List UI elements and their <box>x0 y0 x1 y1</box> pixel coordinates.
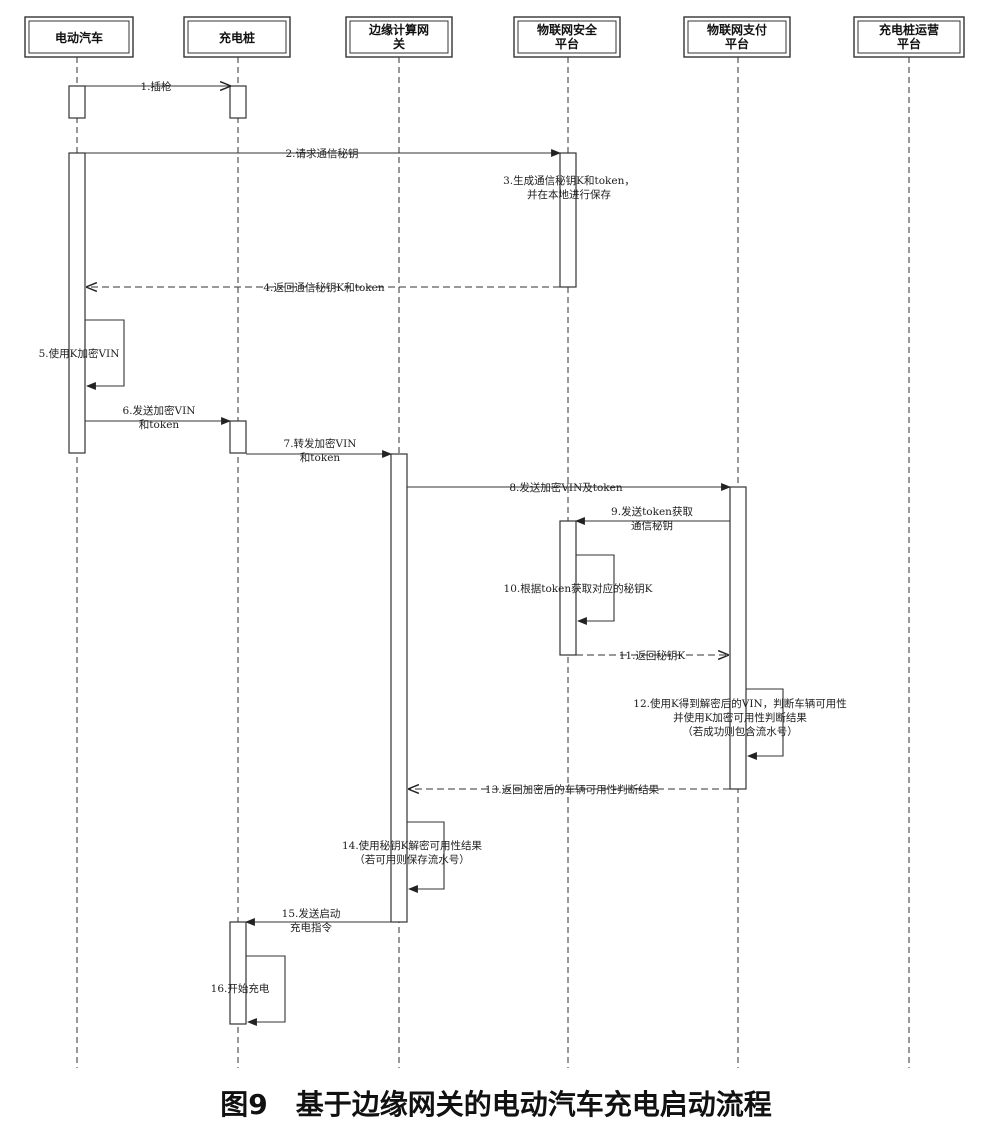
message-6-label: 6.发送加密VIN 和token <box>123 404 196 431</box>
label-line: 13.返回加密后的车辆可用性判断结果 <box>485 783 660 796</box>
activation-ev-2 <box>68 152 86 454</box>
message-4-label: 4.返回通信秘钥K和token <box>263 281 384 294</box>
activation-sec-1 <box>559 152 577 288</box>
figure-caption: 图9 基于边缘网关的电动汽车充电启动流程 <box>220 1088 772 1121</box>
label-line: 充电桩运营 <box>879 22 939 37</box>
label-line: 物联网支付 <box>707 22 767 37</box>
actor-sec: 物联网安全平台 <box>513 16 621 58</box>
actor-edge-label: 边缘计算网关 <box>368 22 429 51</box>
label-line: 关 <box>393 36 405 51</box>
activation-sec-2 <box>559 520 577 656</box>
message-7-label: 7.转发加密VIN 和token <box>284 437 357 464</box>
label-line: 5.使用K加密VIN <box>39 347 120 360</box>
actor-ev-label: 电动汽车 <box>55 30 103 45</box>
message-15-label: 15.发送启动充电指令 <box>282 907 341 934</box>
message-9-label: 9.发送token获取通信秘钥 <box>611 505 693 532</box>
actor-op: 充电桩运营平台 <box>853 16 965 58</box>
label-line: 11.返回秘钥K <box>619 649 686 662</box>
label-line: 10.根据token获取对应的秘钥K <box>504 582 653 595</box>
label-line: 和token <box>300 452 341 464</box>
label-line: 8.发送加密VIN及token <box>509 481 623 494</box>
label-line: 3.生成通信秘钥K和token， <box>503 174 635 187</box>
message-10-label: 10.根据token获取对应的秘钥K <box>504 582 653 595</box>
actor-edge: 边缘计算网关 <box>345 16 453 58</box>
actor-pay: 物联网支付平台 <box>683 16 791 58</box>
activation-pile-2 <box>229 420 247 454</box>
label-line: 通信秘钥 <box>631 519 673 532</box>
message-8-label: 8.发送加密VIN及token <box>509 481 623 494</box>
label-line: 并在本地进行保存 <box>527 188 611 201</box>
label-line: 2.请求通信秘钥 <box>285 147 358 160</box>
message-16-arrow <box>246 955 286 1026</box>
actor-pay-label: 物联网支付平台 <box>707 22 767 51</box>
label-line: 16.开始充电 <box>211 982 270 995</box>
label-line: 充电指令 <box>290 921 332 934</box>
message-16-label: 16.开始充电 <box>211 982 270 995</box>
label-line: 并使用K加密可用性判断结果 <box>673 711 807 724</box>
label-line: （若成功则包含流水号） <box>682 725 798 738</box>
message-12-arrow <box>746 688 784 760</box>
actor-pile: 充电桩 <box>183 16 291 58</box>
message-12-label: 12.使用K得到解密后的VIN，判断车辆可用性并使用K加密可用性判断结果（若成功… <box>633 697 846 738</box>
message-3-label: 3.生成通信秘钥K和token，并在本地进行保存 <box>503 174 635 201</box>
activation-pay-1 <box>729 486 747 790</box>
label-line: 物联网安全 <box>537 22 598 37</box>
label-line: 和token <box>139 419 180 431</box>
message-11-label: 11.返回秘钥K <box>619 649 686 662</box>
activation-pile-3 <box>229 921 247 1025</box>
activation-ev-1 <box>68 85 86 119</box>
label-line: 边缘计算网 <box>368 22 429 37</box>
label-line: 14.使用秘钥K解密可用性结果 <box>342 839 483 852</box>
message-1-label: 1.插枪 <box>140 80 172 93</box>
label-line: 平台 <box>725 36 749 51</box>
label-line: 1.插枪 <box>140 80 172 93</box>
message-13-label: 13.返回加密后的车辆可用性判断结果 <box>485 783 660 796</box>
activation-edge-1 <box>390 453 408 923</box>
actor-pile-label: 充电桩 <box>219 30 255 45</box>
message-10-arrow <box>576 554 615 625</box>
label-line: 7.转发加密VIN <box>284 437 357 450</box>
actor-ev: 电动汽车 <box>24 16 134 58</box>
message-2-label: 2.请求通信秘钥 <box>285 147 358 160</box>
label-line: （若可用则保存流水号） <box>354 853 470 866</box>
actor-op-label: 充电桩运营平台 <box>879 22 939 51</box>
message-5-label: 5.使用K加密VIN <box>39 347 120 360</box>
label-line: 平台 <box>897 36 921 51</box>
label-line: 9.发送token获取 <box>611 505 693 518</box>
label-line: 4.返回通信秘钥K和token <box>263 281 384 294</box>
actor-sec-label: 物联网安全平台 <box>537 22 598 51</box>
label-line: 15.发送启动 <box>282 907 341 920</box>
message-5-arrow <box>85 319 125 390</box>
activation-pile-1 <box>229 85 247 119</box>
label-line: 12.使用K得到解密后的VIN，判断车辆可用性 <box>633 697 846 710</box>
label-line: 平台 <box>555 36 579 51</box>
message-14-label: 14.使用秘钥K解密可用性结果（若可用则保存流水号） <box>342 839 483 866</box>
message-14-arrow <box>407 821 445 893</box>
label-line: 6.发送加密VIN <box>123 404 196 417</box>
